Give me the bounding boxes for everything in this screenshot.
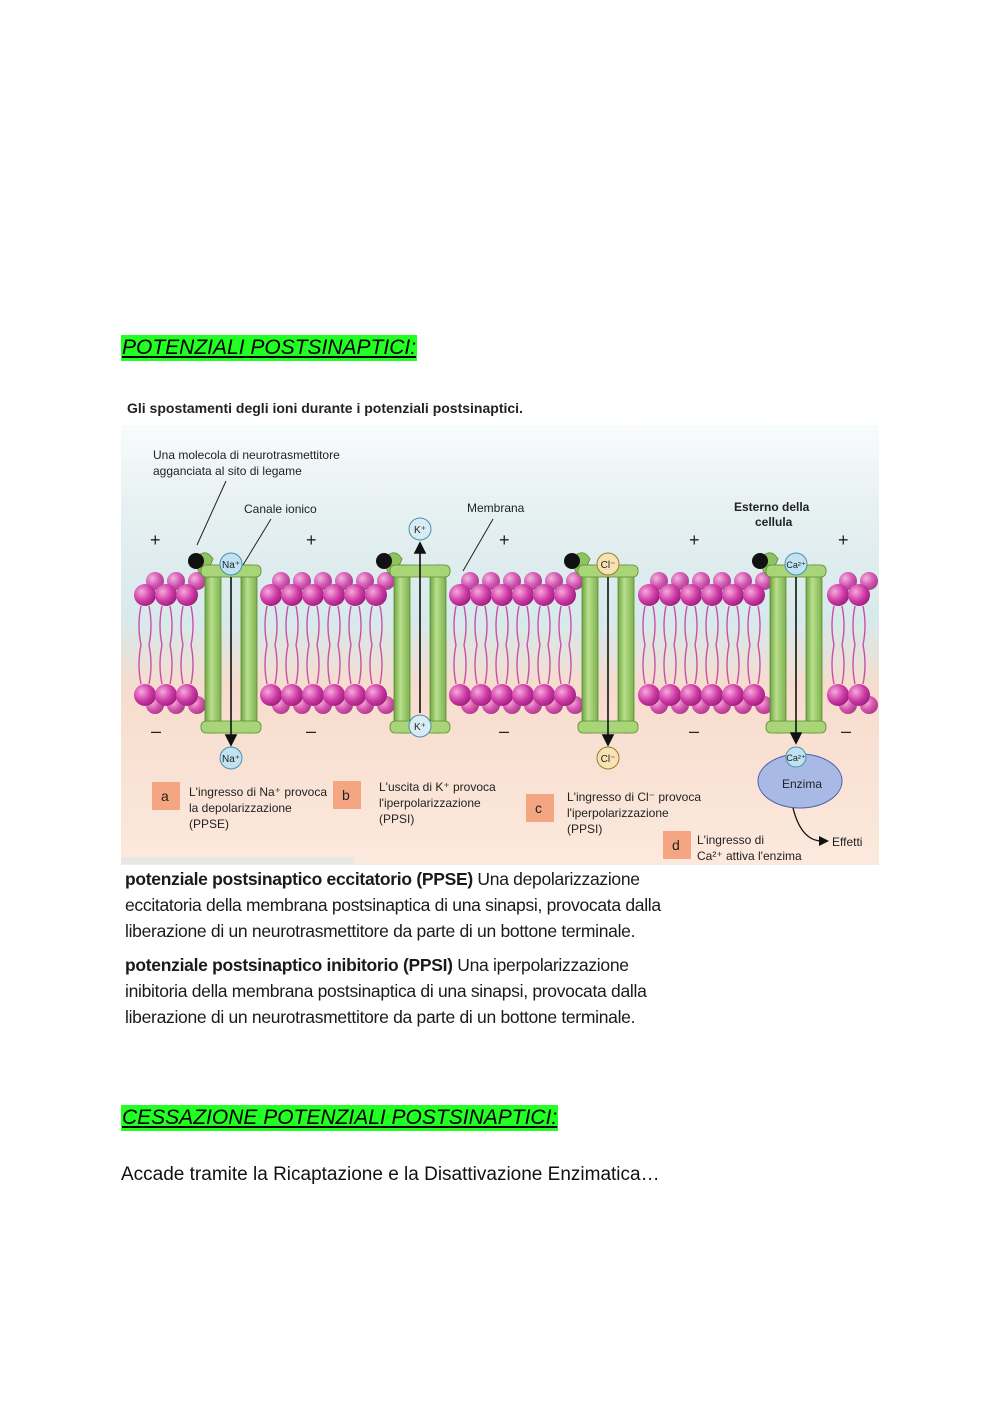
panel-a-letter: a — [161, 788, 169, 804]
panel-d-line-1: L'ingresso di — [697, 833, 764, 847]
neurotransmitter-label-line-2: agganciata al sito di legame — [153, 464, 302, 478]
effects-label: Effetti — [832, 835, 862, 849]
svg-text:–: – — [306, 721, 316, 741]
ion-k-bottom: K⁺ — [414, 722, 426, 733]
panel-a-line-1: L'ingresso di Na⁺ provoca — [189, 785, 327, 799]
svg-text:+: + — [306, 530, 317, 550]
svg-text:+: + — [150, 530, 161, 550]
panel-d-letter: d — [672, 837, 680, 853]
panel-c-box — [526, 794, 554, 822]
ion-channel-label: Canale ionico — [244, 502, 317, 516]
ion-na-top: Na⁺ — [222, 560, 240, 571]
exterior-label-line-2: cellula — [755, 515, 793, 529]
panel-a-line-3: (PPSE) — [189, 817, 229, 831]
ppse-term: potenziale postsinaptico eccitatorio (PP… — [125, 869, 473, 889]
panel-a-box — [152, 782, 180, 810]
svg-text:–: – — [689, 721, 699, 741]
ion-k-top: K⁺ — [414, 525, 426, 536]
body-paragraph: Accade tramite la Ricaptazione e la Disa… — [121, 1164, 660, 1185]
charge-signs: + + + + + – – – – – — [150, 530, 851, 741]
svg-text:–: – — [841, 721, 851, 741]
panel-b-box — [333, 781, 361, 809]
ppsi-term: potenziale postsinaptico inibitorio (PPS… — [125, 955, 453, 975]
ion-ca-top: Ca²⁺ — [786, 560, 806, 570]
panel-b-line-1: L'uscita di K⁺ provoca — [379, 780, 496, 794]
divider — [121, 857, 354, 864]
panel-b-line-2: l'iperpolarizzazione — [379, 796, 481, 810]
section-heading-postsynaptic-potentials: POTENZIALI POSTSINAPTICI: — [121, 335, 418, 361]
panel-b-line-3: (PPSI) — [379, 812, 414, 826]
lipid-bilayer — [134, 572, 878, 714]
ion-cl-top: Cl⁻ — [601, 560, 616, 571]
membrane-label: Membrana — [467, 501, 525, 515]
section-heading-cessation: CESSAZIONE POTENZIALI POSTSINAPTICI: — [121, 1105, 559, 1131]
definitions-block: potenziale postsinaptico eccitatorio (PP… — [121, 857, 681, 1076]
svg-text:+: + — [689, 530, 700, 550]
svg-text:–: – — [151, 721, 161, 741]
svg-text:+: + — [838, 530, 849, 550]
neurotransmitter-label-line-1: Una molecola di neurotrasmettitore — [153, 448, 340, 462]
ion-na-bottom: Na⁺ — [222, 754, 240, 765]
enzyme-label: Enzima — [782, 777, 822, 791]
ion-ca-bottom: Ca²⁺ — [786, 753, 806, 763]
svg-text:+: + — [499, 530, 510, 550]
ppse-text: Una depolarizzazione eccitatoria della m… — [125, 869, 661, 941]
svg-text:–: – — [499, 721, 509, 741]
panel-b-letter: b — [342, 787, 350, 803]
figure-title: Gli spostamenti degli ioni durante i pot… — [127, 400, 523, 416]
panel-c-line-3: (PPSI) — [567, 822, 602, 836]
panel-d-line-2: Ca²⁺ attiva l'enzima — [697, 849, 802, 863]
ion-cl-bottom: Cl⁻ — [601, 754, 616, 765]
panel-a-line-2: la depolarizzazione — [189, 801, 292, 815]
exterior-label-line-1: Esterno della — [734, 500, 810, 514]
ion-movement-figure: Gli spostamenti degli ioni durante i pot… — [121, 395, 879, 865]
panel-c-line-2: l'iperpolarizzazione — [567, 806, 669, 820]
ppse-definition: potenziale postsinaptico eccitatorio (PP… — [125, 866, 681, 944]
panel-c-letter: c — [535, 800, 542, 816]
ppsi-text: Una iperpolarizzazione inibitoria della … — [125, 955, 647, 1027]
panel-c-line-1: L'ingresso di Cl⁻ provoca — [567, 790, 701, 804]
neurotransmitter-molecules — [188, 553, 768, 569]
panel-d-box — [663, 831, 691, 859]
ppsi-definition: potenziale postsinaptico inibitorio (PPS… — [125, 952, 681, 1030]
